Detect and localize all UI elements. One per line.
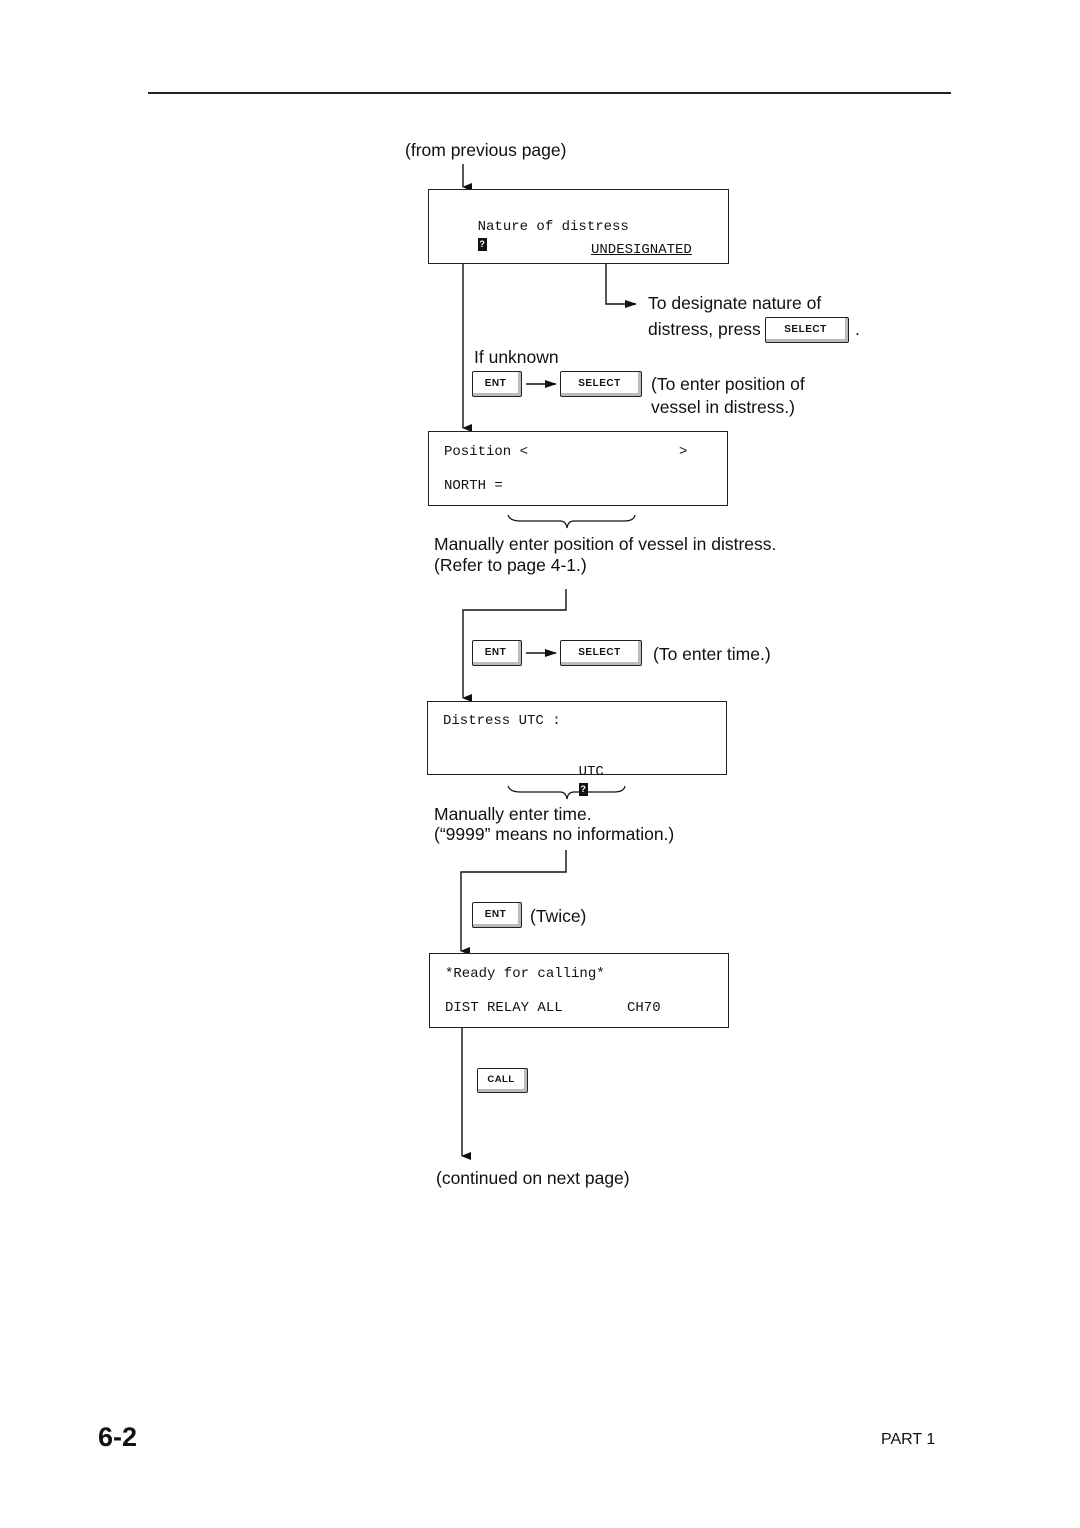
select-key-label: SELECT [578,377,621,389]
header-rule [148,92,951,94]
brace-time [507,785,626,800]
lcd-distress-utc: Distress UTC : UTC ? [427,701,727,796]
select-key-designate[interactable]: SELECT [765,317,849,343]
position-close-bracket: > [679,444,688,460]
arrow-position-to-utc [462,589,567,702]
continued-label: (continued on next page) [436,1168,630,1188]
ent-key-label: ENT [484,908,507,920]
part-label: PART 1 [881,1431,936,1448]
utc-text: UTC [578,764,604,780]
brace-position [507,514,636,529]
ent-key-1[interactable]: ENT [472,371,522,397]
arrow-time-to-ready [460,850,567,955]
designate-note-line1: To designate nature of [648,293,822,313]
cursor-icon: ? [477,238,487,251]
ent-key-twice[interactable]: ENT [472,902,522,928]
designate-note-line2: distress, press [648,319,761,339]
north-text: NORTH = [444,478,503,494]
position-text: Position < [444,444,529,460]
arrow-designate-branch [605,258,637,308]
select-key-label: SELECT [784,323,827,335]
enter-position-note-line2: vessel in distress.) [651,397,795,417]
enter-position-note-line1: (To enter position of [651,374,805,394]
select-key-1[interactable]: SELECT [560,371,642,397]
select-key-label: SELECT [578,646,621,658]
undesignated-text: UNDESIGNATED [591,242,692,258]
enter-time-note: (To enter time.) [653,644,771,664]
designate-period: . [855,319,860,339]
manual-time-note-line1: Manually enter time. [434,804,592,824]
ready-for-calling-text: *Ready for calling* [445,966,605,982]
manual-position-note-line1: Manually enter position of vessel in dis… [434,534,777,554]
lcd-nature-of-distress: Nature of distress ? UNDESIGNATED [428,189,729,264]
from-previous-label: (from previous page) [405,140,567,160]
cursor-icon: ? [578,783,588,796]
call-key-label: CALL [487,1074,515,1085]
nature-of-distress-text: Nature of distress [477,219,629,235]
manual-position-note-line2: (Refer to page 4-1.) [434,555,587,575]
ent-key-label: ENT [484,646,507,658]
distress-utc-text: Distress UTC : [443,713,561,729]
dist-relay-all-text: DIST RELAY ALL [445,1000,563,1016]
select-key-2[interactable]: SELECT [560,640,642,666]
page-number: 6-2 [98,1422,138,1452]
lcd-ready-for-calling: *Ready for calling* DIST RELAY ALL CH70 [429,953,729,1028]
ent-key-2[interactable]: ENT [472,640,522,666]
lcd-position: Position < > NORTH = [428,431,728,506]
if-unknown-label: If unknown [474,347,559,367]
manual-time-note-line2: (“9999” means no information.) [434,824,675,844]
twice-note: (Twice) [530,906,587,926]
channel-text: CH70 [627,1000,661,1016]
call-key[interactable]: CALL [477,1068,528,1093]
ent-key-label: ENT [484,377,507,389]
